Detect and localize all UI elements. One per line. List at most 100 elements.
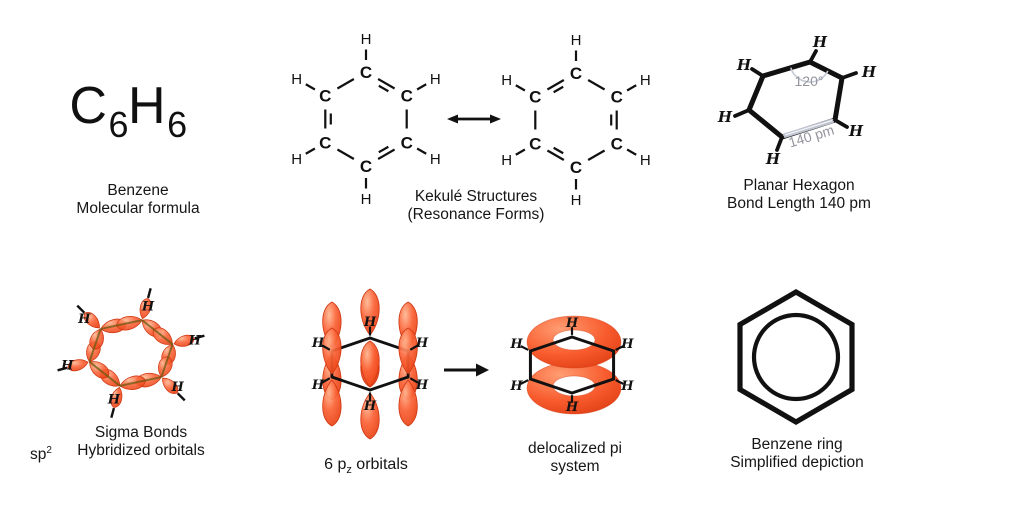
carbon-label: C	[360, 157, 372, 176]
ch-bond	[626, 84, 637, 92]
ch-bond	[775, 135, 784, 152]
bond-length-highlight-shine	[784, 119, 833, 136]
pz-lobe-up	[360, 288, 380, 336]
pi-torus-top	[526, 315, 622, 369]
hexagon-outline	[737, 288, 855, 426]
kekule-caption-line2: (Resonance Forms)	[407, 206, 545, 223]
cc-bond	[587, 79, 606, 91]
hydrogen-label: H	[640, 152, 651, 169]
bond-axis-line	[119, 376, 162, 387]
cc-double-bond	[378, 84, 389, 93]
cc-bond	[570, 335, 616, 353]
ch-bond	[626, 148, 637, 156]
sp2-label: sp2	[30, 442, 52, 464]
carbon-label: C	[529, 135, 541, 154]
pi-caption-line2: system	[550, 458, 600, 475]
hydrogen-label: H	[501, 152, 512, 169]
molecular-formula: C6H6	[28, 76, 228, 145]
cc-bond	[336, 148, 355, 160]
hydrogen-label: H	[60, 358, 74, 373]
hydrogen-label: H	[430, 71, 441, 88]
arrow-head	[476, 363, 489, 377]
ch-bond	[409, 377, 419, 384]
cc-bond	[377, 78, 396, 90]
cc-bond	[570, 377, 616, 395]
ch-bond	[321, 344, 331, 351]
angle-arc	[790, 67, 829, 83]
ch-bond	[146, 287, 152, 299]
aromatic-circle	[751, 312, 841, 402]
carbon-label: C	[360, 63, 372, 82]
hydrogen-label: H	[640, 72, 651, 89]
hydrogen-label: H	[812, 33, 828, 51]
ch-bond	[808, 49, 818, 64]
hydrogen-label: H	[620, 337, 634, 352]
simplified-caption-line1: Benzene ring	[751, 436, 843, 453]
pz-lobe-up	[398, 327, 418, 375]
arrow-head-left	[447, 114, 458, 124]
carbon-label: C	[611, 135, 623, 154]
sp2-outward-lobe	[67, 359, 89, 372]
hydrogen-label: H	[311, 378, 325, 393]
pz-caption-pre: 6 p	[324, 456, 347, 473]
formula-caption-line2: Molecular formula	[76, 200, 200, 217]
hydrogen-label: H	[565, 316, 579, 331]
ch-bond	[176, 392, 186, 402]
ch-bond	[57, 366, 68, 372]
hydrogen-label: H	[509, 379, 523, 394]
ch-bond	[840, 71, 858, 80]
hydrogen-label: H	[291, 151, 302, 168]
hydrogen-label: H	[171, 380, 185, 395]
carbon-label: C	[529, 88, 541, 107]
pz-caption-subscript: z	[346, 464, 352, 477]
pz-caption: 6 pz orbitals	[288, 456, 444, 479]
hydrogen-label: H	[361, 31, 372, 48]
cc-double-bond	[378, 145, 389, 154]
hydrogen-label: H	[571, 32, 582, 49]
sp2-outward-lobe	[173, 334, 195, 347]
ch-bond	[750, 67, 765, 78]
cc-bond	[587, 149, 606, 161]
hydrogen-label: H	[717, 108, 733, 126]
ch-bond	[520, 345, 529, 351]
simplified-caption-line2: Simplified depiction	[730, 454, 864, 471]
bond-axis-line	[88, 361, 121, 387]
sp2-outward-lobe	[162, 377, 179, 394]
sp2-outward-lobe	[110, 386, 123, 408]
hydrogen-label: H	[565, 400, 579, 415]
planar-caption-line2: Bond Length 140 pm	[727, 195, 871, 212]
ch-bond	[416, 147, 427, 155]
bond-axis-line	[88, 328, 102, 363]
formula-carbon-subscript: 6	[108, 104, 129, 145]
bond-axis-line	[160, 343, 174, 378]
hydrogen-label: H	[311, 336, 325, 351]
simplified-caption: Benzene ring Simplified depiction	[706, 436, 888, 472]
hydrogen-label: H	[363, 315, 377, 330]
arrow-head-right	[490, 114, 501, 124]
ch-bond	[76, 304, 86, 314]
carbon-label: C	[570, 64, 582, 83]
carbon-label: C	[319, 87, 331, 106]
sigma-caption: Sigma Bonds sp2 Hybridized orbitals	[25, 424, 257, 463]
hydrogen-label: H	[848, 122, 864, 140]
sp2-exponent: 2	[46, 445, 52, 456]
carbon-label: C	[319, 134, 331, 153]
ch-bond	[515, 148, 526, 156]
hydrogen-label: H	[361, 191, 372, 208]
formula-caption: Benzene Molecular formula	[38, 182, 238, 218]
cc-bond	[377, 148, 396, 160]
pz-lobe-down	[360, 392, 380, 440]
sigma-caption-line2: sp2 Hybridized orbitals	[25, 442, 257, 463]
hydrogen-label: H	[363, 399, 377, 414]
planar-caption-line1: Planar Hexagon	[743, 177, 855, 194]
hydrogen-label: H	[430, 151, 441, 168]
ch-bond	[615, 379, 624, 385]
sp2-outward-lobe	[139, 298, 152, 320]
sp2-base: sp	[30, 446, 47, 464]
cc-bond	[528, 335, 574, 353]
pi-torus-bottom	[526, 361, 622, 415]
pz-lobe-down	[398, 379, 418, 427]
